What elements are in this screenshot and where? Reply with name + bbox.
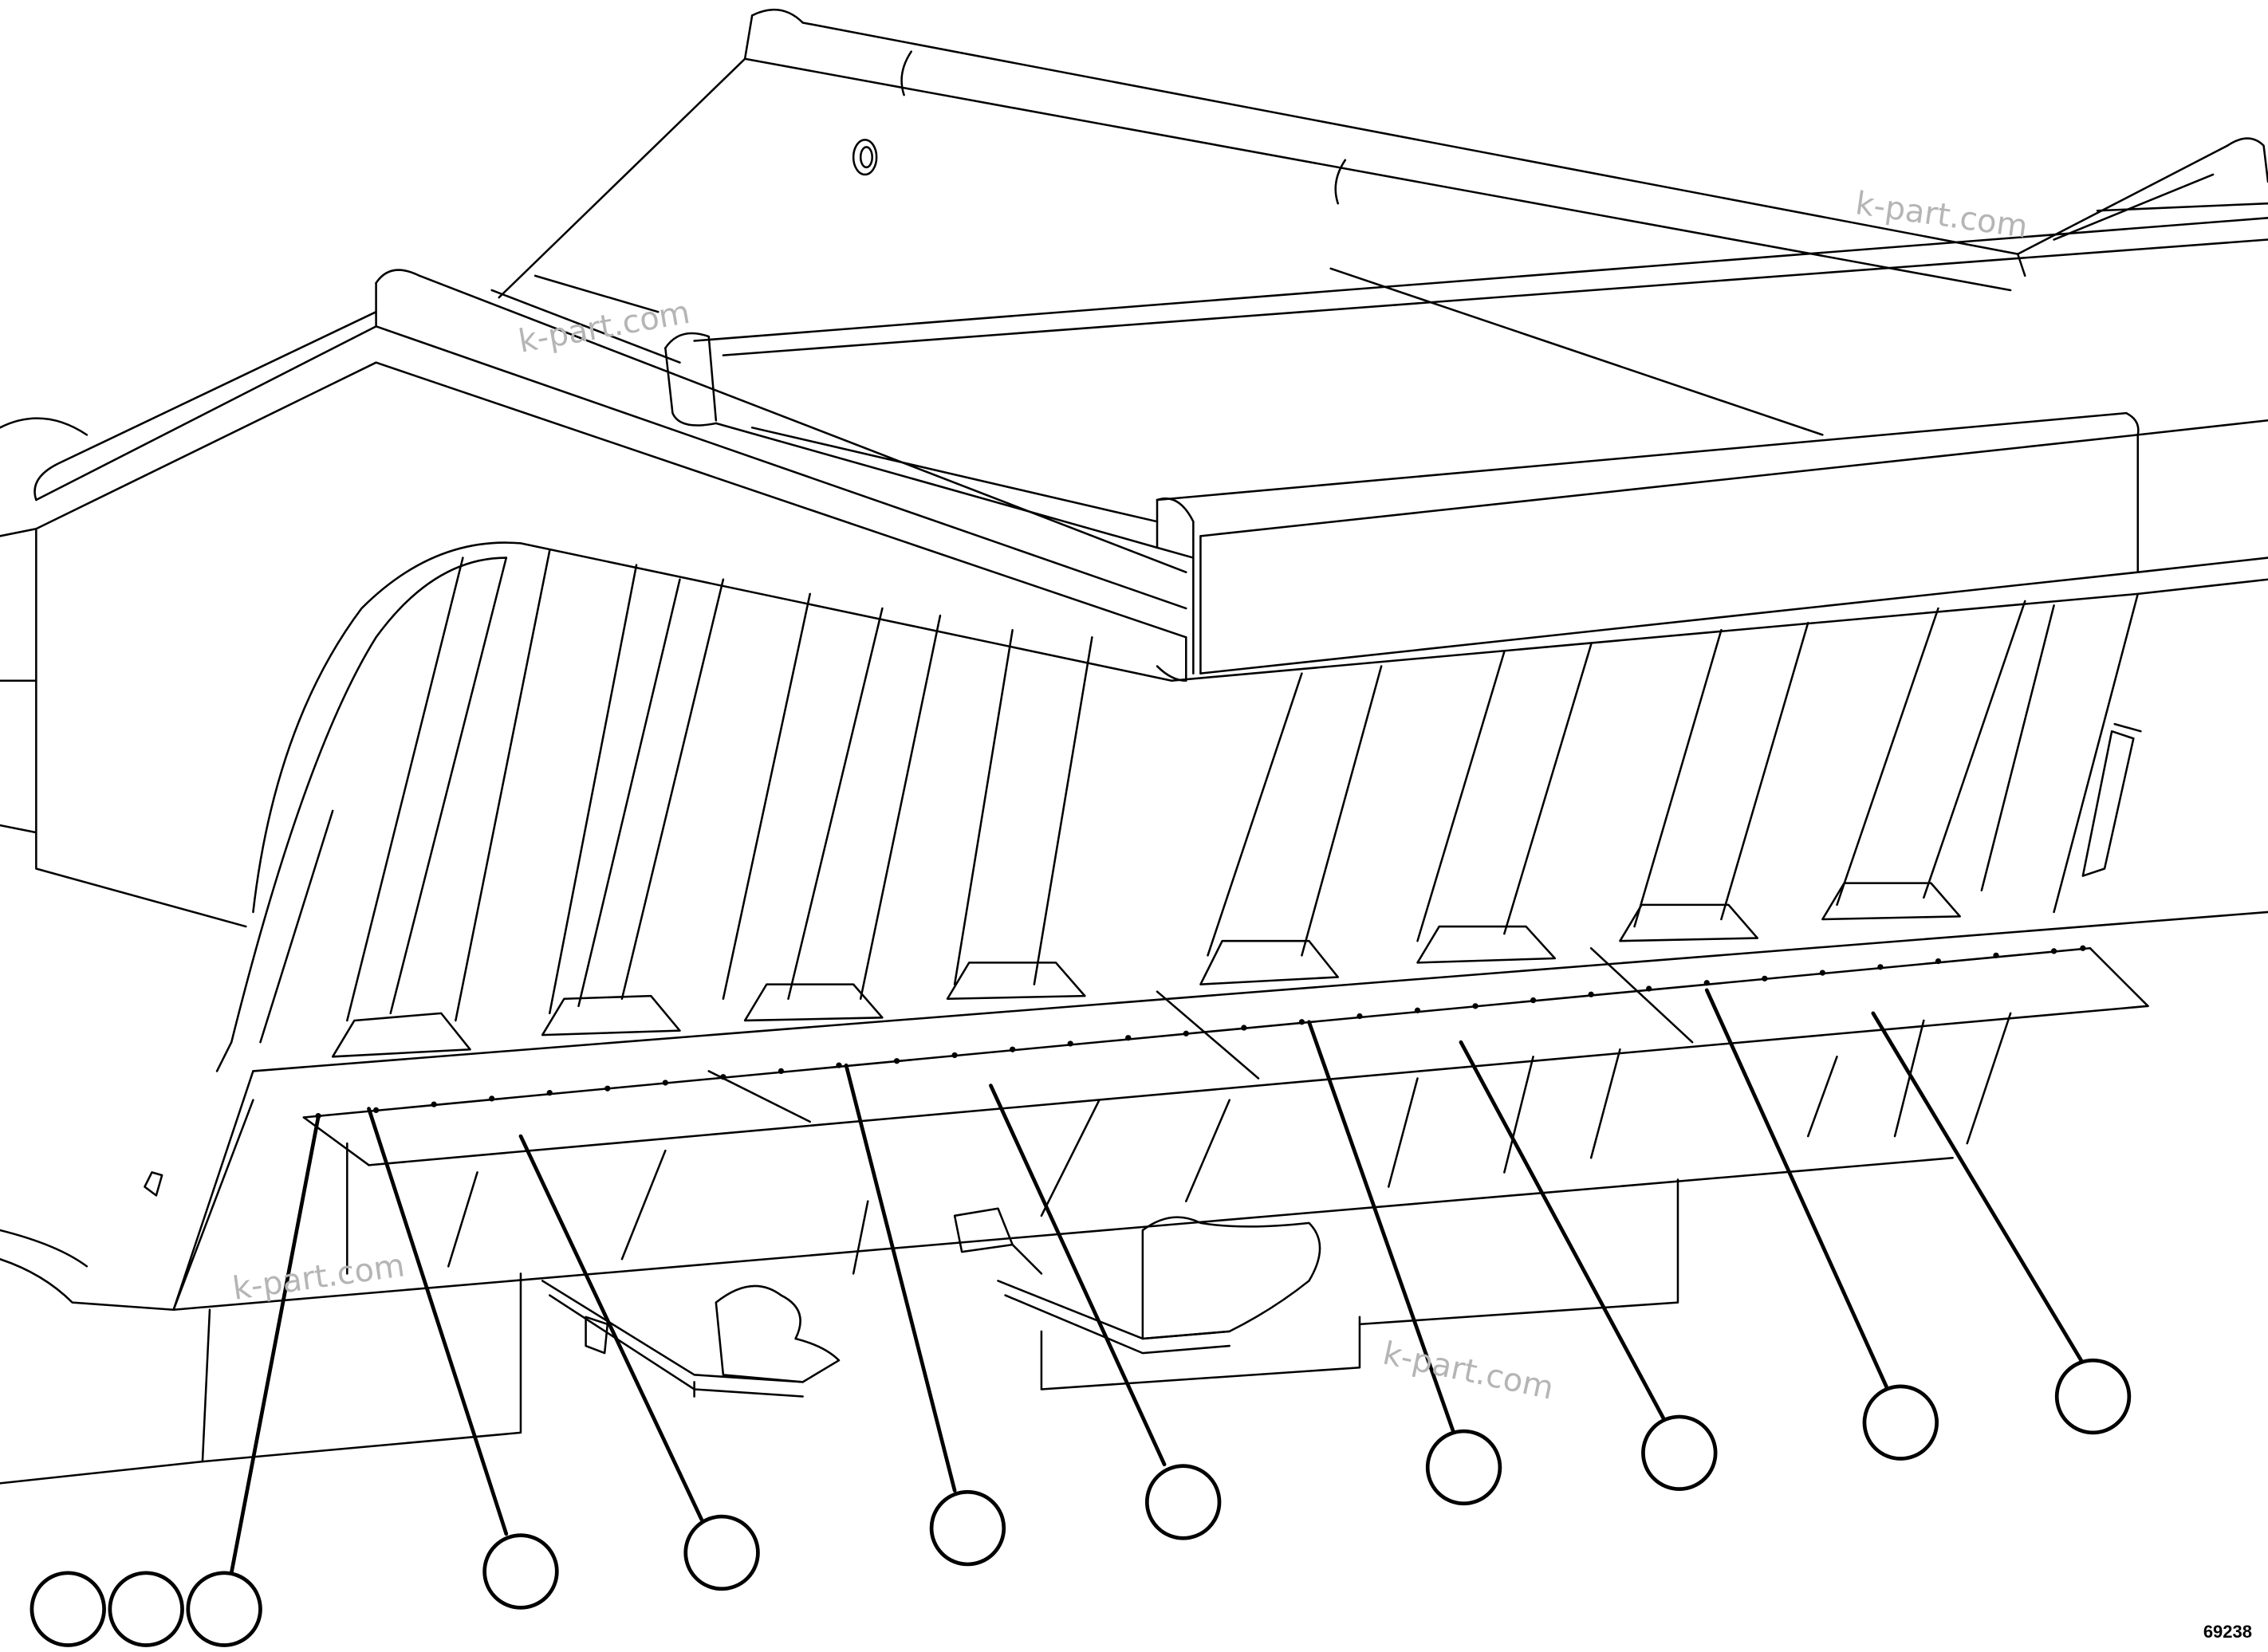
front-headboard [0, 269, 1187, 928]
callout-circle [929, 1489, 1006, 1567]
hinge-bracket-left [541, 1280, 841, 1398]
callout-circle [186, 1571, 262, 1647]
watermark-text: k-part.com [1853, 185, 2030, 246]
leader-lines [229, 988, 2085, 1575]
side-ribs [346, 549, 2055, 1022]
figure-number: 69238 [2203, 1622, 2252, 1642]
rivet-line [315, 945, 2086, 1119]
callout-circle [482, 1533, 559, 1610]
liner-strip [302, 946, 2149, 1166]
watermark-text: k-part.com [230, 1247, 407, 1308]
callout-circle [1425, 1429, 1502, 1506]
callout-circle [1641, 1414, 1718, 1491]
rib-pads [331, 882, 1961, 1058]
callout-circle [683, 1514, 760, 1591]
callout-circle [2054, 1358, 2132, 1435]
callout-circles [30, 1358, 2132, 1647]
canopy-top-rail [498, 8, 2268, 299]
callout-circle [1144, 1464, 1222, 1540]
callout-circle [1862, 1384, 1939, 1461]
callout-circle [108, 1571, 184, 1647]
callout-circle [30, 1571, 106, 1647]
hinge-bracket-right [953, 1207, 1321, 1355]
upper-deck [490, 217, 2268, 675]
side-wall [172, 541, 2268, 1311]
lower-body [0, 1012, 2012, 1485]
watermark-text: k-part.com [1380, 1335, 1557, 1407]
